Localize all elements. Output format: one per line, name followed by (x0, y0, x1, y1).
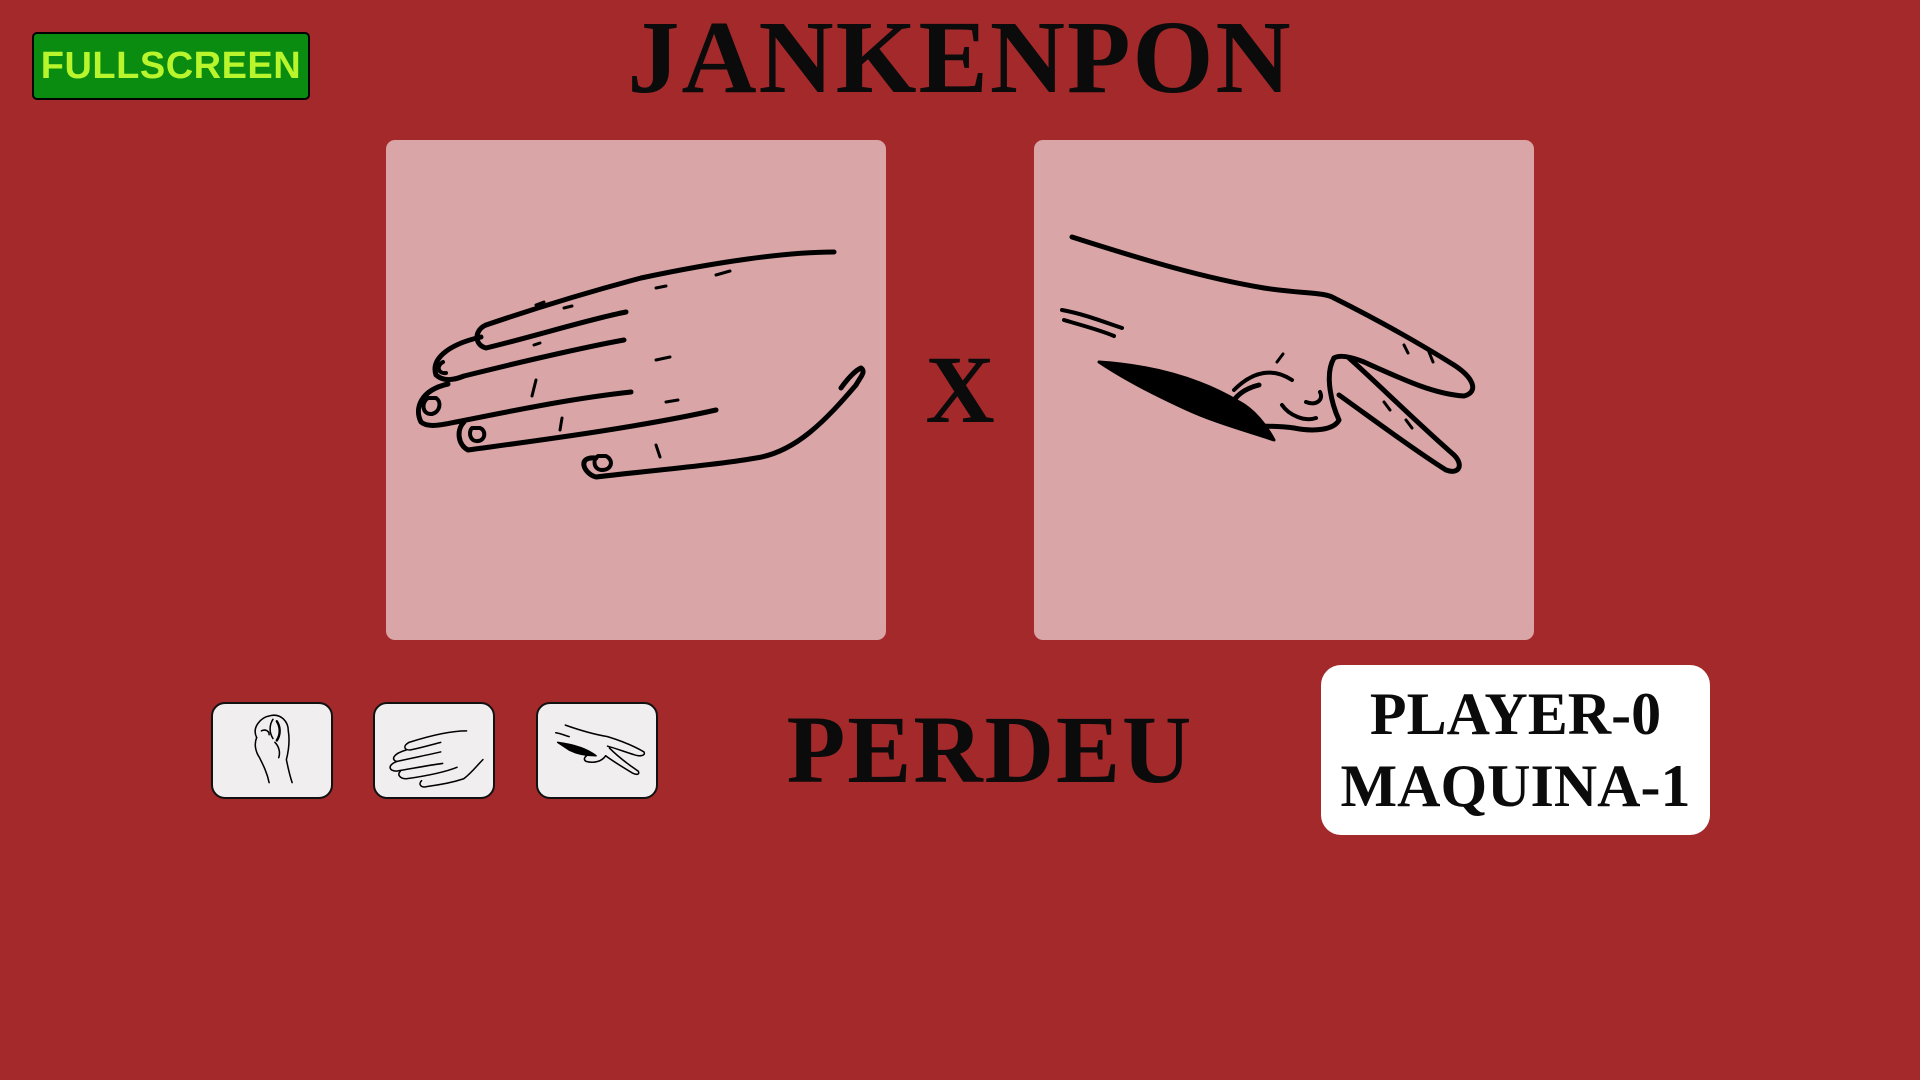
scissors-hand-icon (1060, 234, 1476, 474)
machine-choice-panel (1034, 140, 1534, 640)
machine-score: MAQUINA-1 (1340, 753, 1691, 819)
player-choice-panel (386, 140, 886, 640)
paper-choice-button[interactable] (373, 702, 495, 799)
result-text: PERDEU (786, 696, 1194, 803)
paper-hand-icon (415, 249, 866, 480)
scissors-hand-icon (555, 724, 646, 776)
scissors-choice-button[interactable] (536, 702, 658, 799)
rock-choice-button[interactable] (211, 702, 333, 799)
scoreboard: PLAYER-0 MAQUINA-1 (1321, 665, 1710, 835)
versus-label: X (925, 336, 995, 443)
paper-hand-icon (389, 730, 484, 788)
player-score: PLAYER-0 (1369, 681, 1662, 747)
rock-hand-icon (254, 714, 293, 784)
game-title: JANKENPON (627, 0, 1293, 115)
fullscreen-button[interactable]: FULLSCREEN (32, 32, 310, 100)
